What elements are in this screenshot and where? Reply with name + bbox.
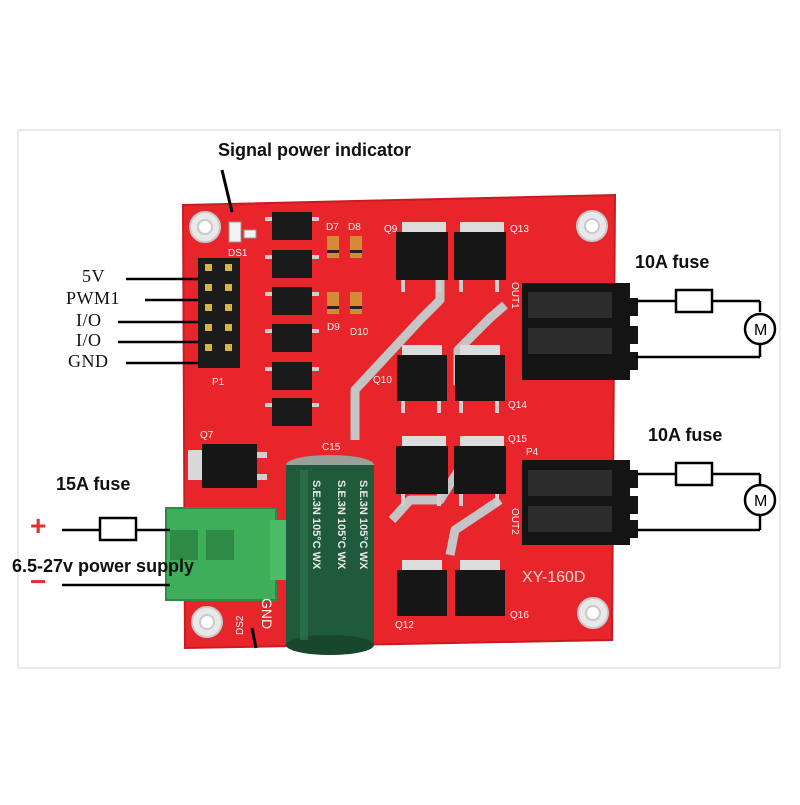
fuse-label-bottom: 10A fuse [648,425,723,445]
silk-q9: Q9 [384,224,398,235]
silk-out2: OUT2 [509,508,520,535]
diodes [327,236,362,314]
indicator-arrow-ds1 [220,169,234,213]
silk-ds1: DS1 [228,248,248,259]
mounting-holes [189,210,609,638]
silk-q15: Q15 [508,434,527,445]
plus-sign: + [30,510,47,541]
optocoupler-chips [272,212,312,426]
silk-d8: D8 [348,222,361,233]
silk-ds2: DS2 [235,615,246,635]
silk-q14: Q14 [508,400,527,411]
capacitor-marking: S.E.3N 105°C WX S.E.3N 105°C WX S.E.3N 1… [310,480,369,570]
capacitor-text-3: S.E.3N 105°C WX [357,480,369,570]
mosfets [396,222,506,616]
fuse-label-top: 10A fuse [635,252,710,272]
silk-q7: Q7 [200,430,214,441]
silk-q16: Q16 [510,610,529,621]
capacitor-text-1: S.E.3N 105°C WX [310,480,322,570]
image-frame [17,129,781,669]
input-fuse-circuit [62,516,170,587]
pin-leader-lines [118,277,198,365]
pin-label-gnd: GND [68,351,109,371]
silk-q13: Q13 [510,224,529,235]
pin-header [198,258,240,368]
motor-2-symbol: M [754,493,767,510]
pin-label-io-2: I/O [76,330,102,350]
motor-1-symbol: M [754,322,767,339]
silk-q12: Q12 [395,620,414,631]
motor-2-circuit [636,461,777,532]
input-fuse-label: 15A fuse [56,474,131,494]
silk-d10: D10 [350,327,369,338]
regulator-q7 [188,444,267,488]
power-supply-label: 6.5-27v power supply [12,556,195,576]
silk-c15: C15 [322,442,341,453]
silk-p4: P4 [526,447,539,458]
silk-out1: OUT1 [509,282,520,309]
silk-q10: Q10 [373,375,392,386]
pin-label-io-1: I/O [76,310,102,330]
indicator-arrow-ds2 [250,627,258,649]
terminal-openings [528,292,612,532]
signal-led-resistor [243,229,257,239]
minus-sign: − [30,566,47,597]
capacitor-text-2: S.E.3N 105°C WX [335,480,347,570]
signal-indicator-label: Signal power indicator [218,140,412,160]
motor-1-circuit [636,288,777,359]
chip-leads [265,217,319,407]
silk-d9: D9 [327,322,340,333]
pin-label-pwm1: PWM1 [66,288,121,308]
silk-gnd: GND [259,598,275,629]
silkscreen-labels: DS1 P1 Q7 Q9 Q13 Q10 Q14 Q15 Q12 Q16 C15… [200,222,585,635]
signal-led-ds1 [228,221,242,243]
silk-p1: P1 [212,377,225,388]
silk-d7: D7 [326,222,339,233]
pin-label-5v: 5V [82,266,105,286]
board-model: XY-160D [522,569,585,586]
electrolytic-capacitor [286,455,374,655]
power-terminal-connector [165,507,286,601]
